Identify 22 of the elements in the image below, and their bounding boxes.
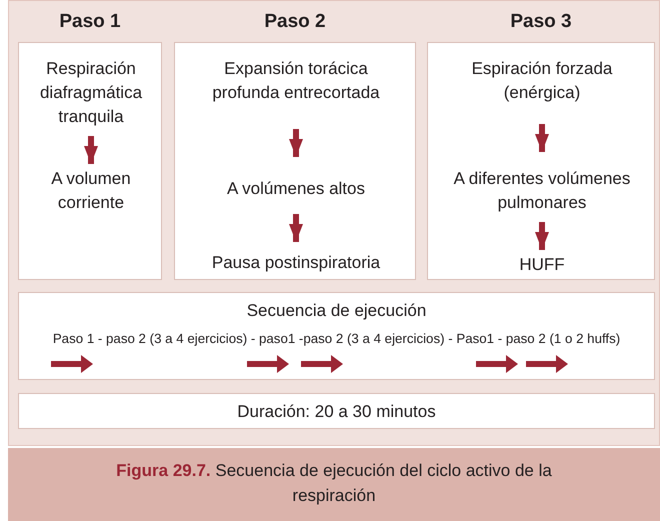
info-box [18, 292, 655, 380]
step-text: Espiración forzada (enérgica) [452, 57, 632, 105]
step-text: A volúmenes altos [179, 177, 413, 201]
arrow [289, 214, 303, 242]
step-text: Respiración diafragmática tranquila [23, 57, 159, 129]
step-heading: Paso 3 [509, 11, 573, 33]
arrow [535, 222, 549, 250]
info-box [18, 393, 655, 429]
step-heading: Paso 1 [58, 11, 122, 33]
duration-text: Duración: 20 a 30 minutos [236, 401, 437, 423]
section-heading: Secuencia de ejecución [246, 300, 428, 322]
step-heading: Paso 2 [263, 11, 327, 33]
step-text: A diferentes volúmenes pulmonares [432, 167, 652, 215]
sequence-text: Paso 1 - paso 2 (3 a 4 ejercicios) - paso1 -paso 2 (3 a 4 ejercicios) - Paso1 - paso 2 (1 o 2 huffs) [52, 330, 622, 348]
arrow [289, 129, 303, 157]
step-text: Expansión torácica profunda entrecortada [201, 57, 391, 105]
figure-caption: Figura 29.7. Secuencia de ejecución del ciclo activo de la respiración [115, 460, 553, 507]
step-text: A volumen corriente [23, 167, 159, 215]
step-text: HUFF [432, 253, 652, 277]
arrow [84, 136, 98, 164]
arrow [535, 124, 549, 152]
step-text: Pausa postinspiratoria [179, 251, 413, 275]
